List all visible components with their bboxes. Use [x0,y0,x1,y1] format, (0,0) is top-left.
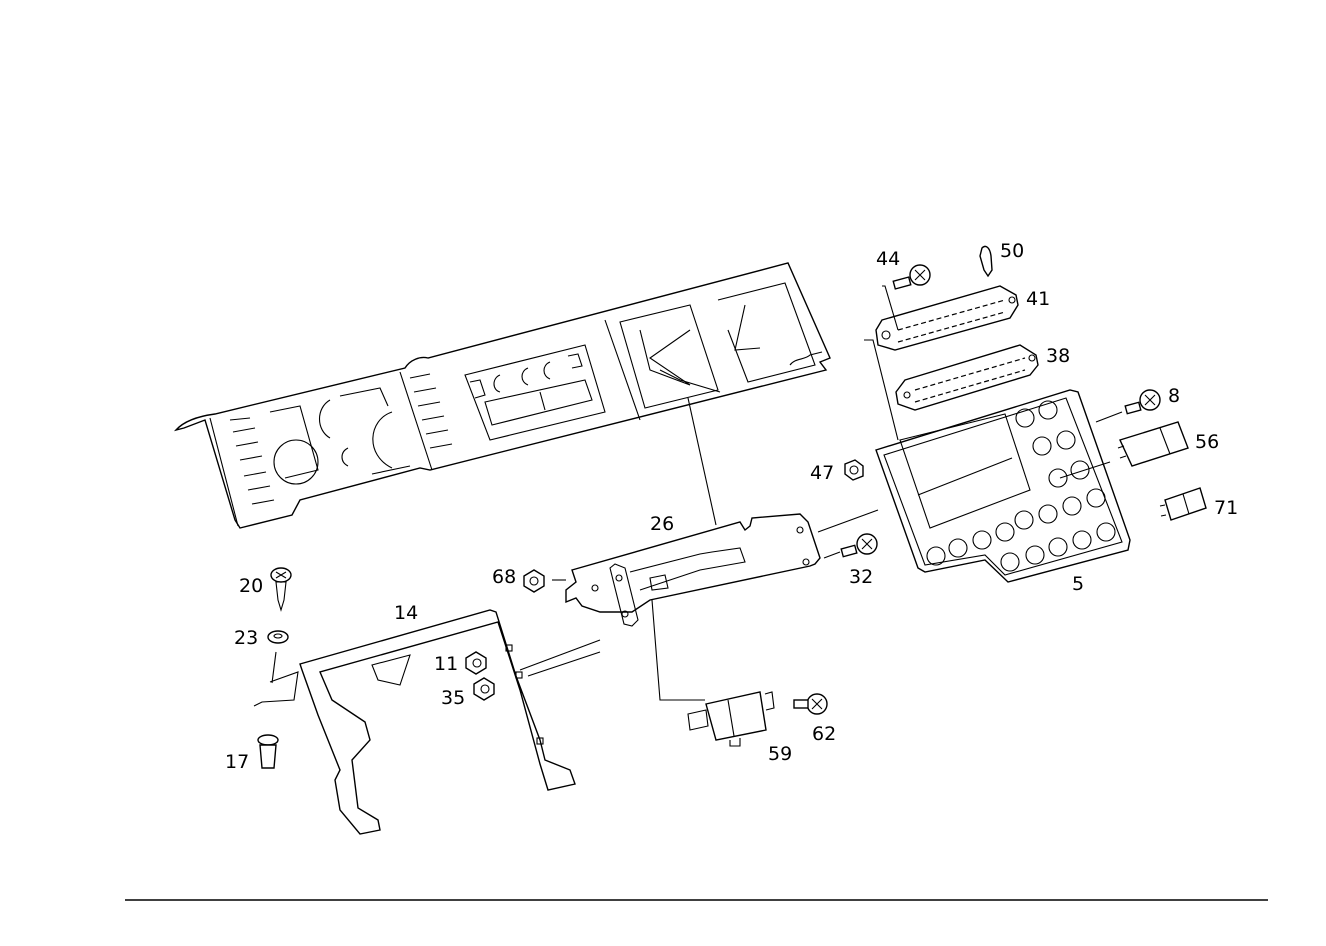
part-14-frame [253,609,601,835]
instrument-panel-carrier [173,262,831,529]
callout-38: 38 [1046,345,1070,367]
leader-line [687,397,717,526]
leader-line [817,509,879,533]
part-62-screw [793,693,828,715]
callout-14: 14 [394,602,418,624]
callout-59: 59 [768,743,792,765]
callout-5: 5 [1072,573,1084,595]
part-35-nut [473,677,495,701]
callout-8: 8 [1168,385,1180,407]
callout-68: 68 [492,566,516,588]
part-23-washer [267,630,289,684]
callout-44: 44 [876,248,900,270]
part-59-relay [687,691,775,747]
callout-11: 11 [434,653,458,675]
part-47-nut [844,459,864,481]
part-41-lamp [875,285,1019,351]
callout-32: 32 [849,566,873,588]
part-17-clip [257,734,279,769]
part-44-screw [882,264,931,331]
part-38-lamp [895,344,1039,411]
callout-17: 17 [225,751,249,773]
callout-47: 47 [810,462,834,484]
leader-line [864,339,899,441]
callout-23: 23 [234,627,258,649]
leader-line [651,599,705,701]
part-71-relay [1159,487,1207,521]
callout-26: 26 [650,513,674,535]
part-26-bracket [565,513,821,627]
callout-62: 62 [812,723,836,745]
part-8-screw [1095,389,1161,423]
part-68-nut [523,569,566,593]
callout-50: 50 [1000,240,1024,262]
part-11-nut [465,651,487,675]
part-56-relay [1117,421,1189,467]
callout-41: 41 [1026,288,1050,310]
part-5-fuse-board [875,389,1131,583]
part-20-screw [270,567,292,612]
callout-35: 35 [441,687,465,709]
callout-56: 56 [1195,431,1219,453]
callout-71: 71 [1214,497,1238,519]
part-32-screw [823,533,878,559]
part-50-bulb [979,245,993,278]
callout-20: 20 [239,575,263,597]
